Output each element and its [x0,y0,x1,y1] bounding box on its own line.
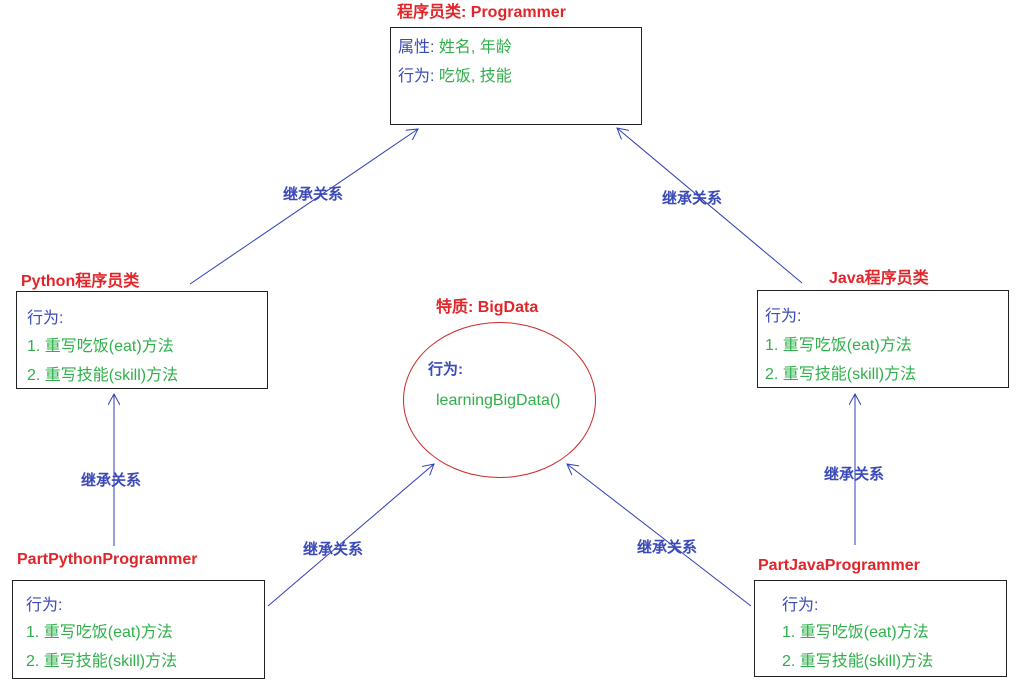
python-to-programmer-arrow [189,129,418,285]
programmer-behavior-row: 行为: 吃饭, 技能 [398,67,512,87]
programmer-box: 属性: 姓名, 年龄 行为: 吃饭, 技能 [390,27,642,125]
trait-method: learningBigData() [436,392,561,409]
java-title: Java程序员类 [829,270,929,287]
java-behavior-key: 行为: [765,308,802,325]
trait-ellipse [403,322,596,478]
inherit-label-part-python-trait: 继承关系 [303,541,364,558]
java-to-programmer-arrow [617,128,803,284]
partpython-to-trait-arrow [267,464,434,607]
part-python-title: PartPythonProgrammer [17,551,198,568]
inherit-label-python: 继承关系 [283,186,344,203]
part-python-box: 行为: 1. 重写吃饭(eat)方法 2. 重写技能(skill)方法 [12,580,265,679]
programmer-attr-row: 属性: 姓名, 年龄 [398,38,512,58]
part-java-box: 行为: 1. 重写吃饭(eat)方法 2. 重写技能(skill)方法 [754,580,1007,677]
inherit-label-part-java: 继承关系 [824,466,885,483]
programmer-attr-value: 姓名, 年龄 [438,39,512,56]
python-box: 行为: 1. 重写吃饭(eat)方法 2. 重写技能(skill)方法 [16,291,268,389]
part-python-behavior-key: 行为: [26,597,63,614]
inherit-label-java: 继承关系 [662,190,723,207]
programmer-behavior-key: 行为: [398,68,435,85]
trait-behavior-key: 行为: [428,361,463,378]
inherit-label-part-java-trait: 继承关系 [637,539,698,556]
java-item-1: 1. 重写吃饭(eat)方法 [765,337,912,354]
part-python-item-2: 2. 重写技能(skill)方法 [26,653,178,670]
programmer-behavior-value: 吃饭, 技能 [438,68,512,85]
trait-title: 特质: BigData [436,299,539,316]
python-behavior-key: 行为: [27,310,64,327]
part-python-item-1: 1. 重写吃饭(eat)方法 [26,624,173,641]
java-item-2: 2. 重写技能(skill)方法 [765,366,917,383]
python-item-2: 2. 重写技能(skill)方法 [27,367,179,384]
part-java-title: PartJavaProgrammer [758,557,920,574]
partjava-to-trait-arrow [567,464,752,607]
part-java-item-2: 2. 重写技能(skill)方法 [782,653,934,670]
part-java-item-1: 1. 重写吃饭(eat)方法 [782,624,929,641]
python-item-1: 1. 重写吃饭(eat)方法 [27,338,174,355]
python-title: Python程序员类 [21,273,140,290]
programmer-attr-key: 属性: [398,39,435,56]
java-box: 行为: 1. 重写吃饭(eat)方法 2. 重写技能(skill)方法 [757,290,1009,388]
inherit-label-part-python: 继承关系 [81,472,142,489]
programmer-title: 程序员类: Programmer [397,4,566,21]
part-java-behavior-key: 行为: [782,597,819,614]
